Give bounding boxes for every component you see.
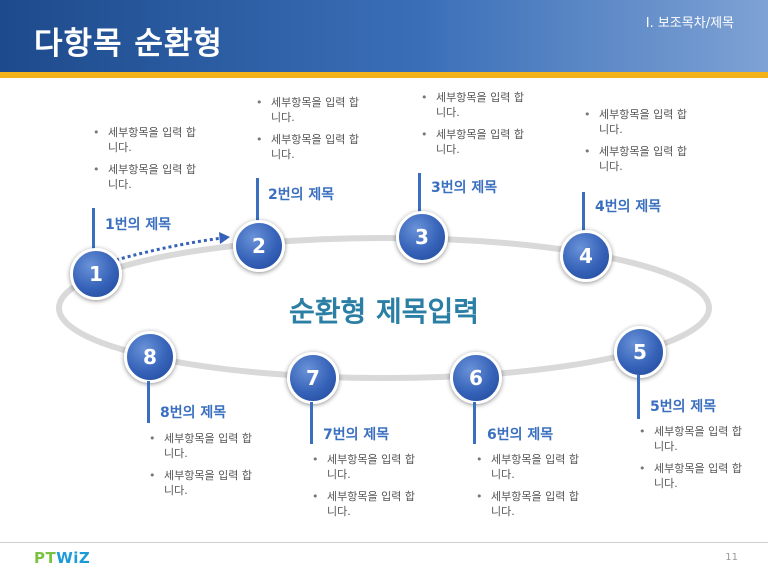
node-2-bullet: 세부항목을 입력 합니다.	[253, 95, 363, 125]
node-5-stem	[637, 375, 640, 419]
node-5-bullet: 세부항목을 입력 합니다.	[636, 424, 746, 454]
slide-title: 다항목 순환형	[34, 26, 223, 62]
node-5-label: 5번의 제목	[650, 399, 717, 415]
node-6-bullet: 세부항목을 입력 합니다.	[473, 489, 583, 519]
node-5-bullet: 세부항목을 입력 합니다.	[636, 461, 746, 491]
node-6-label: 6번의 제목	[487, 427, 554, 443]
node-4-bullet: 세부항목을 입력 합니다.	[581, 107, 691, 137]
node-7-stem	[310, 402, 313, 444]
node-1-bullet: 세부항목을 입력 합니다.	[90, 162, 200, 192]
node-8-circle: 8	[124, 331, 176, 383]
node-3-label: 3번의 제목	[431, 180, 498, 196]
node-5-circle: 5	[614, 326, 666, 378]
node-4-bullet: 세부항목을 입력 합니다.	[581, 144, 691, 174]
node-2-label: 2번의 제목	[268, 187, 335, 203]
node-1-bullet: 세부항목을 입력 합니다.	[90, 125, 200, 155]
node-3-stem	[418, 173, 421, 215]
slide-subtitle: I. 보조목차/제목	[645, 16, 734, 31]
node-3-circle: 3	[396, 211, 448, 263]
node-8-label: 8번의 제목	[160, 405, 227, 421]
node-6-bullet: 세부항목을 입력 합니다.	[473, 452, 583, 482]
node-1-circle: 1	[70, 248, 122, 300]
logo-pt: PT	[34, 549, 57, 567]
node-7-details: 세부항목을 입력 합니다. 세부항목을 입력 합니다.	[309, 452, 419, 526]
cycle-arrowhead	[219, 232, 230, 244]
node-2-stem	[256, 178, 259, 223]
footer-divider	[0, 542, 768, 543]
node-8-bullet: 세부항목을 입력 합니다.	[146, 431, 256, 461]
node-8-stem	[147, 381, 150, 423]
node-3-bullet: 세부항목을 입력 합니다.	[418, 127, 528, 157]
node-4-label: 4번의 제목	[595, 199, 662, 215]
node-6-circle: 6	[450, 352, 502, 404]
footer-logo: PTWiZ	[34, 549, 90, 567]
logo-wiz: WiZ	[56, 549, 91, 567]
node-6-stem	[473, 402, 476, 444]
node-7-bullet: 세부항목을 입력 합니다.	[309, 489, 419, 519]
header-accent-bar	[0, 72, 768, 78]
node-4-circle: 4	[560, 230, 612, 282]
node-2-details: 세부항목을 입력 합니다. 세부항목을 입력 합니다.	[253, 95, 363, 169]
cycle-arrow	[115, 236, 223, 262]
node-6-details: 세부항목을 입력 합니다. 세부항목을 입력 합니다.	[473, 452, 583, 526]
node-4-stem	[582, 192, 585, 232]
page-number: 11	[725, 552, 738, 563]
node-8-details: 세부항목을 입력 합니다. 세부항목을 입력 합니다.	[146, 431, 256, 505]
node-5-details: 세부항목을 입력 합니다. 세부항목을 입력 합니다.	[636, 424, 746, 498]
node-4-details: 세부항목을 입력 합니다. 세부항목을 입력 합니다.	[581, 107, 691, 181]
node-3-bullet: 세부항목을 입력 합니다.	[418, 90, 528, 120]
node-7-bullet: 세부항목을 입력 합니다.	[309, 452, 419, 482]
node-2-circle: 2	[233, 220, 285, 272]
node-2-bullet: 세부항목을 입력 합니다.	[253, 132, 363, 162]
node-7-circle: 7	[287, 352, 339, 404]
node-1-label: 1번의 제목	[105, 217, 172, 233]
header-band	[0, 0, 768, 72]
node-7-label: 7번의 제목	[323, 427, 390, 443]
center-title: 순환형 제목입력	[288, 295, 480, 328]
node-3-details: 세부항목을 입력 합니다. 세부항목을 입력 합니다.	[418, 90, 528, 164]
cycle-ellipse	[56, 235, 712, 381]
node-1-details: 세부항목을 입력 합니다. 세부항목을 입력 합니다.	[90, 125, 200, 199]
node-1-stem	[92, 208, 95, 256]
node-8-bullet: 세부항목을 입력 합니다.	[146, 468, 256, 498]
